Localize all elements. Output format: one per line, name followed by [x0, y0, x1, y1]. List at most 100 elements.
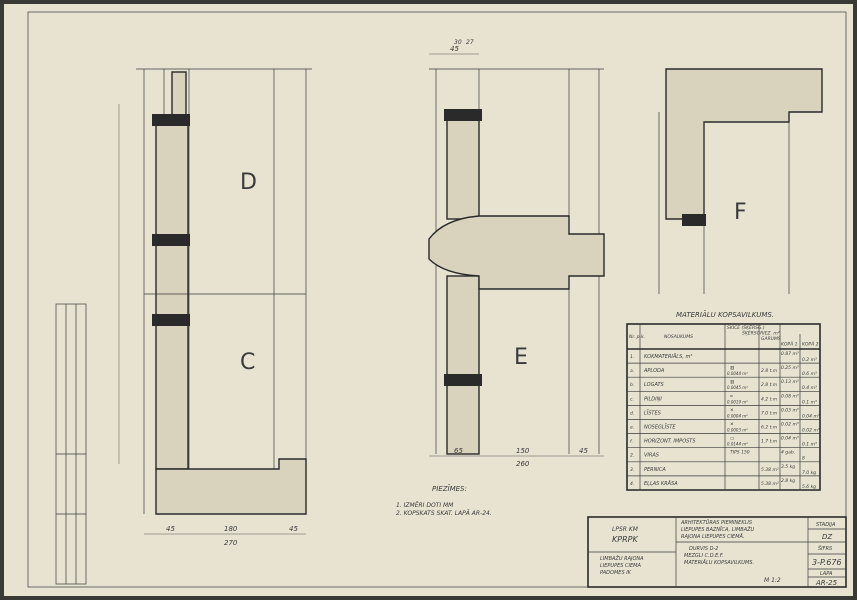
project-1: ARHITEKTŪRAS PIEMINEKLIS [680, 519, 753, 526]
dim-mid-total: 260 [516, 460, 530, 468]
client-2: LIEPUPES CIEMA [600, 563, 641, 569]
table-cell-sketch: ✕ [730, 408, 734, 413]
table-cell-name: HORIZONT. IMPOSTS [644, 439, 696, 445]
org-1: LPSR KM [612, 526, 639, 533]
stage: DZ [822, 533, 832, 541]
table-cell-name: EĻĻAS KRĀSA [644, 480, 678, 487]
table-cell-no: b. [630, 382, 634, 388]
table-cell-a: 0.25 m³ [781, 365, 799, 371]
table-cell-no: 3. [630, 467, 634, 473]
table-cell-b: 0.6 m³ [802, 371, 817, 377]
table-cell-b: 0.1 m³ [802, 442, 817, 448]
table-header: NOSAUKUMS [664, 334, 693, 340]
dim-mid-1: 65 [454, 447, 463, 455]
table-cell-name: NOSEGLĪSTE [644, 424, 676, 431]
table-cell-len: 4.2 t.m [761, 396, 778, 402]
sheet-title-3: MATERIĀLU KOPSAVILKUMS. [684, 559, 754, 566]
table-cell-b: 0.2 m³ [802, 357, 817, 363]
note-1: 1. IZMĒRI DOTI MM [396, 502, 454, 509]
table-cell-b: 0.02 m³ [802, 428, 820, 434]
code-label: ŠIFRS [818, 545, 833, 552]
table-cell-name: LĪSTES [644, 409, 662, 416]
table-cell-len: 1.7 t.m [761, 439, 778, 445]
scale: M 1:2 [764, 577, 781, 584]
table-cell-sketch: ▥ [730, 380, 734, 385]
table-cell-no: e. [630, 426, 634, 431]
table-cell-a: 2.8 kg [781, 478, 795, 484]
table-cell-a: 0.13 m³ [781, 379, 799, 385]
section-label-e: E [514, 345, 528, 370]
table-cell-no: 1. [630, 354, 634, 360]
dim-mid-top-sub-1: 30 [454, 39, 462, 46]
table-cell-sec: 0.0003 m² [727, 428, 748, 433]
table-cell-b: 5.6 kg [802, 484, 816, 490]
table-cell-sec: 0.0019 m² [727, 399, 748, 404]
table-cell-sec: 0.0144 m² [727, 442, 748, 447]
table-cell-len: 2.8 t.m [761, 368, 778, 374]
table-cell-len: 5.38 m² [761, 481, 779, 487]
table-cell-no: c. [630, 397, 634, 402]
notes-title: PIEZĪMES: [432, 484, 467, 493]
table-cell-no: f. [630, 439, 633, 445]
table-cell-sec: 0.0045 m² [727, 385, 748, 390]
table-cell-sketch: ✕ [730, 423, 734, 428]
materials-table-body: Nr. p.k. NOSAUKUMS SKICE (ŠĶĒRSG.)ŠĶĒRSGRI… [627, 324, 820, 491]
table-cell-sketch: ▭ [730, 437, 734, 442]
table-cell-b: 8 [802, 456, 805, 462]
section-d-c [118, 68, 312, 535]
org-2: KPRPK [612, 535, 638, 544]
title-block-grid [587, 516, 847, 588]
table-cell-a: 0.04 m³ [781, 436, 799, 442]
table-cell-len: 2.8 t.m [761, 382, 778, 388]
table-header: KOPĀ 1 [781, 341, 798, 348]
table-cell-no: 2. [630, 453, 634, 459]
technical-drawing: D C 45 180 45 270 E 45 30 27 65 150 45 2… [27, 11, 847, 588]
table-cell-name: LOGATS [644, 382, 665, 388]
table-cell-a: 3.5 kg [781, 464, 795, 470]
project-2: LIEPUPES BAZNĪCA, LIMBAŽU [681, 525, 755, 533]
sheet-frame [27, 11, 847, 588]
table-header: KOPĀ 2 [802, 341, 819, 348]
table-cell-name: VIRAS [644, 453, 660, 459]
table-cell-name: KOKMATERIĀLS, m³ [644, 353, 692, 360]
table-header: GARUMS [761, 336, 781, 342]
table-cell-name: PILDIŅI [644, 396, 662, 402]
table-cell-no: a. [630, 369, 634, 374]
dim-mid-top-sub-2: 27 [466, 39, 474, 46]
table-cell-sec: 0.0044 m² [727, 371, 748, 376]
table-cell-sec: 0.0004 m² [727, 413, 748, 418]
dim-mid-3: 45 [579, 447, 588, 455]
dim-left-1: 45 [166, 525, 175, 533]
signature-strip [55, 303, 87, 585]
table-cell-b: 0.1 m³ [802, 399, 817, 405]
client-3: PADOMES IK [600, 570, 632, 576]
table-header: ŠĶĒRSGRIEZ. m² [742, 330, 780, 337]
table-cell-a: 4 gab. [781, 450, 795, 456]
table-cell-a: 0.08 m³ [781, 393, 799, 399]
table-cell-len: 7.0 t.m [761, 410, 778, 416]
table-cell-a: 0.03 m³ [781, 407, 799, 413]
table-cell-sketch: TIPS 150 [730, 450, 750, 456]
table-cell-len: 5.38 m² [761, 467, 779, 473]
materials-title: MATERIĀLU KOPSAVILKUMS. [676, 310, 774, 319]
table-cell-name: APLODA [643, 368, 665, 374]
page-label: LAPA [820, 571, 833, 577]
table-cell-sketch: ═ [729, 394, 733, 399]
section-label-f: F [734, 200, 747, 225]
page: AR-25 [815, 579, 838, 587]
table-cell-b: 0.4 m³ [802, 385, 817, 391]
section-f [658, 68, 823, 294]
dim-mid-2: 150 [516, 447, 530, 455]
section-label-c: C [240, 350, 255, 375]
table-header: Nr. p.k. [629, 334, 645, 340]
dim-left-3: 45 [289, 525, 298, 533]
table-cell-no: d. [630, 410, 634, 416]
dim-left-2: 180 [224, 525, 238, 533]
sheet-title-1: DURVIS D-2 [689, 546, 718, 552]
note-2: 2. KOPSKATS SKAT. LAPĀ AR-24. [396, 510, 492, 517]
table-cell-a: 0.02 m³ [781, 422, 799, 428]
client-1: LIMBAŽU RAJONA [600, 554, 644, 562]
table-cell-len: 6.2 t.m [761, 425, 778, 431]
table-header: SKICE (ŠĶĒRSG.) [727, 324, 765, 331]
drawing-sheet: D C 45 180 45 270 E 45 30 27 65 150 45 2… [4, 4, 853, 596]
